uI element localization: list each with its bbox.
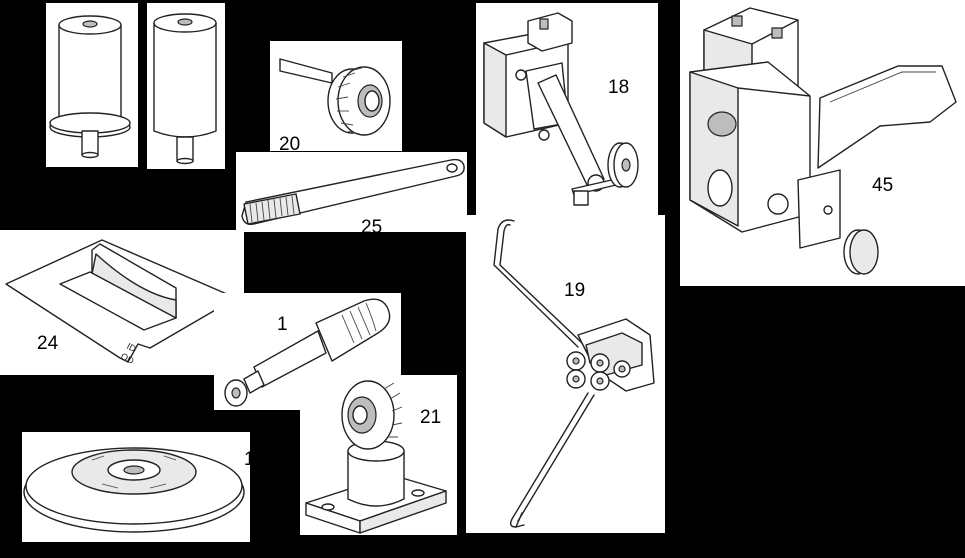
handle-tool-drawing: [224, 298, 391, 407]
panel-guide-plate: ID OD 24: [0, 230, 244, 375]
label-part-21: 21: [420, 407, 442, 428]
panel-spindle-plain: [147, 3, 225, 169]
label-part-19: 19: [564, 280, 586, 301]
pivot-roller-drawing: [305, 380, 447, 534]
label-part-45: 45: [872, 175, 894, 196]
panel-crank-assembly: 18: [476, 3, 658, 215]
label-part-20: 20: [279, 134, 301, 151]
panel-spindle-flanged: [46, 3, 138, 167]
spindle-flanged-drawing: [49, 15, 131, 159]
label-part-24: 24: [37, 333, 59, 354]
panel-plastic-disc: 1: [22, 432, 250, 542]
label-part-1b: 1: [244, 449, 250, 470]
label-part-1: 1: [277, 314, 288, 335]
panel-slide-bracket: 45: [680, 0, 965, 286]
spindle-plain-drawing: [153, 13, 217, 165]
bent-rod-drawing: [493, 219, 655, 528]
panel-pivot-roller: 21: [300, 375, 457, 535]
crank-assembly-drawing: [483, 12, 639, 206]
panel-bent-rod: 19: [466, 215, 665, 533]
label-part-18: 18: [608, 77, 630, 98]
panel-wire-brush: 25: [236, 152, 467, 232]
guide-plate-drawing: ID OD: [5, 239, 237, 366]
panel-knurled-wheel: 20: [270, 41, 402, 151]
label-part-25: 25: [361, 217, 383, 232]
knurled-wheel-drawing: [279, 58, 391, 136]
slide-bracket-drawing: [689, 7, 957, 275]
plastic-disc-drawing: [23, 447, 245, 533]
wire-brush-drawing: [241, 158, 465, 226]
